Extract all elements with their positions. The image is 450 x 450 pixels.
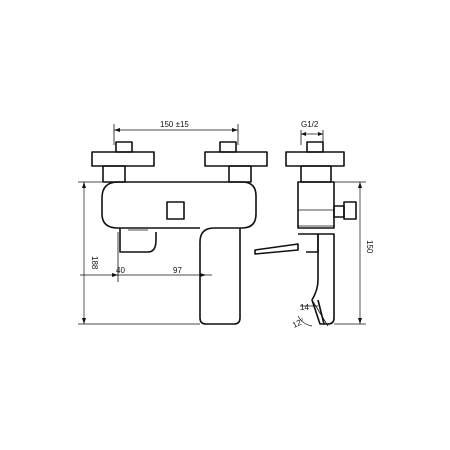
label-thread: G1/2 <box>301 120 319 129</box>
right-nut-top <box>219 141 237 153</box>
left-nut-top <box>115 141 133 153</box>
side-connector <box>300 165 332 183</box>
dim-arrow <box>358 318 362 324</box>
side-knob <box>343 201 357 220</box>
front-view: 150 ±15 40 97 188 <box>78 120 268 325</box>
side-lever <box>254 243 299 255</box>
right-connector <box>228 165 252 183</box>
dim-arrow <box>318 132 323 136</box>
side-body <box>297 181 335 229</box>
side-flange <box>285 151 345 167</box>
side-view: G1/2 150 14 12° <box>254 120 374 330</box>
ext-line-angle <box>311 299 329 327</box>
mixer-body <box>101 181 257 325</box>
label-spout-thickness: 14 <box>300 303 309 312</box>
dim-arrow <box>112 273 118 277</box>
dim-arrow <box>358 182 362 188</box>
side-spout-tip <box>317 299 325 325</box>
dim-arrow <box>200 273 206 277</box>
dim-arrow <box>82 318 86 324</box>
lever-handle <box>119 228 157 253</box>
dim-arrow <box>82 182 86 188</box>
label-spout-angle: 12° <box>291 317 306 330</box>
left-flange <box>91 151 155 167</box>
side-spout <box>311 233 335 325</box>
right-flange <box>204 151 268 167</box>
side-nut-top <box>306 141 324 153</box>
dim-arrow <box>232 128 238 132</box>
diverter-knob <box>166 201 185 220</box>
label-depth-body: 40 <box>116 266 125 275</box>
side-lever-hub <box>298 233 319 253</box>
side-knob-stem <box>333 205 345 218</box>
label-spacing: 150 ±15 <box>160 120 189 129</box>
label-height-total: 188 <box>90 256 99 270</box>
dim-angle-arc <box>297 315 313 327</box>
label-depth-spout: 97 <box>173 266 182 275</box>
dim-arrow <box>114 128 120 132</box>
label-side-height: 150 <box>365 240 374 254</box>
dim-arrow <box>301 132 306 136</box>
left-connector <box>102 165 126 183</box>
